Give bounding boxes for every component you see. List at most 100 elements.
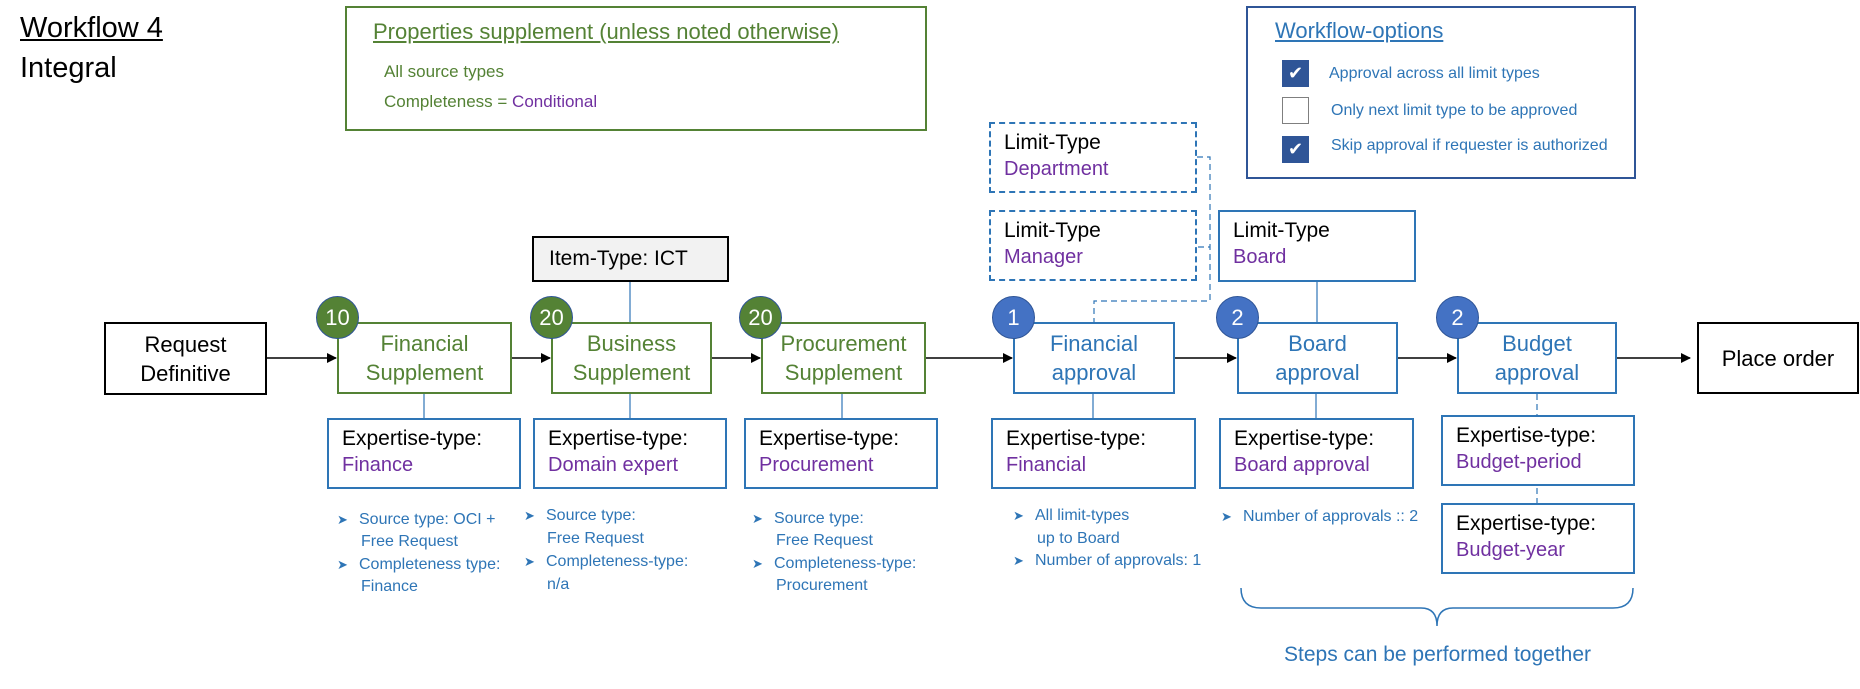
workflow-options-panel (1246, 6, 1636, 179)
note-text: Source type: (546, 507, 636, 524)
properties-completeness: Completeness = Conditional (384, 92, 597, 112)
note-text: Finance (361, 578, 418, 595)
expertise-value: Board approval (1234, 454, 1370, 476)
start-node-request-definitive[interactable]: Request Definitive (104, 322, 267, 395)
workflow-options-title: Workflow-options (1275, 18, 1444, 43)
checkbox-only-next-limit-type[interactable] (1282, 97, 1309, 124)
step-financial-supplement[interactable]: Financial Supplement (337, 322, 512, 394)
expertise-label: Expertise-type: (759, 427, 900, 450)
step-line2: Supplement (572, 360, 691, 385)
expertise-value: Budget-year (1456, 539, 1565, 561)
note-text: Completeness type: (359, 556, 501, 573)
expertise-label: Expertise-type: (1234, 427, 1375, 450)
note-bullet: ➤ Source type: (524, 506, 714, 526)
limit-type-value: Department (1004, 158, 1109, 180)
step-line1: Procurement (780, 331, 907, 356)
expertise-budget-period: Expertise-type: Budget-period (1441, 415, 1635, 486)
expertise-label: Expertise-type: (1456, 424, 1597, 447)
expertise-label: Expertise-type: (1456, 512, 1597, 535)
note-bullet: ➤ Completeness-type: (752, 554, 942, 574)
expertise-financial: Expertise-type: Financial (991, 418, 1196, 489)
step-financial-approval[interactable]: Financial approval (1013, 322, 1175, 394)
item-type-box: Item-Type: ICT (532, 236, 729, 282)
properties-source-types: All source types (384, 62, 504, 81)
arrow-bullet-icon: ➤ (1013, 553, 1024, 568)
workflow-title: Workflow 4 (20, 12, 163, 44)
arrow-bullet-icon: ➤ (1221, 509, 1232, 524)
expertise-label: Expertise-type: (342, 427, 483, 450)
workflow-subtitle: Integral (20, 52, 117, 84)
step-line2: approval (1494, 360, 1580, 385)
option-label-only-next-limit-type: Only next limit type to be approved (1331, 102, 1578, 119)
limit-type-label: Limit-Type (1233, 219, 1330, 242)
note-text: n/a (547, 576, 570, 593)
step-order-badge: 2 (1216, 296, 1259, 339)
note-bullet: ➤ Number of approvals: 1 (1013, 551, 1223, 571)
step-order-badge: 2 (1436, 296, 1479, 339)
limit-type-value: Board (1233, 246, 1287, 268)
note-text: Source type: (774, 510, 864, 527)
grouping-brace (1240, 587, 1634, 627)
note-text: Procurement (776, 577, 868, 594)
end-node-place-order[interactable]: Place order (1697, 322, 1859, 394)
step-line2: approval (1051, 360, 1137, 385)
arrow-bullet-icon: ➤ (337, 557, 348, 572)
step-order-badge: 10 (316, 296, 359, 339)
limit-type-department: Limit-Type Department (989, 122, 1197, 193)
limit-type-manager: Limit-Type Manager (989, 210, 1197, 281)
expertise-value: Budget-period (1456, 451, 1582, 473)
expertise-value: Financial (1006, 454, 1087, 476)
properties-completeness-label: Completeness = (384, 92, 513, 111)
limit-type-value: Manager (1004, 246, 1083, 268)
note-bullet: ➤ Source type: OCI + (337, 510, 527, 530)
steps-together-label: Steps can be performed together (1284, 643, 1592, 666)
note-bullet: ➤ All limit-types (1013, 506, 1203, 526)
expertise-domain-expert: Expertise-type: Domain expert (533, 418, 727, 489)
start-node-line2: Definitive (140, 360, 231, 386)
note-text: Number of approvals :: 2 (1243, 508, 1419, 525)
expertise-procurement: Expertise-type: Procurement (744, 418, 938, 489)
step-line1: Financial (380, 331, 469, 356)
step-board-approval[interactable]: Board approval (1237, 322, 1398, 394)
properties-panel (345, 6, 927, 131)
step-line1: Business (586, 331, 677, 356)
checkbox-approval-across-all[interactable]: ✔ (1282, 60, 1309, 87)
expertise-budget-year: Expertise-type: Budget-year (1441, 503, 1635, 574)
expertise-label: Expertise-type: (1006, 427, 1147, 450)
step-business-supplement[interactable]: Business Supplement (551, 322, 712, 394)
expertise-finance: Expertise-type: Finance (327, 418, 521, 489)
step-line1: Financial (1049, 331, 1139, 356)
arrow-bullet-icon: ➤ (524, 508, 535, 523)
step-line2: Supplement (784, 360, 903, 385)
step-line1: Board (1288, 331, 1347, 356)
step-order-badge: 20 (530, 296, 573, 339)
step-order-badge: 20 (739, 296, 782, 339)
note-text: Free Request (776, 532, 873, 549)
step-budget-approval[interactable]: Budget approval (1457, 322, 1617, 394)
note-text: Free Request (361, 533, 458, 550)
limit-type-label: Limit-Type (1004, 219, 1101, 242)
option-label-skip-approval: Skip approval if requester is authorized (1331, 137, 1608, 154)
expertise-value: Finance (342, 454, 414, 476)
step-procurement-supplement[interactable]: Procurement Supplement (761, 322, 926, 394)
note-text: All limit-types (1035, 507, 1130, 524)
limit-type-board: Limit-Type Board (1218, 210, 1416, 282)
checkbox-skip-approval[interactable]: ✔ (1282, 136, 1309, 163)
arrow-bullet-icon: ➤ (752, 511, 763, 526)
expertise-label: Expertise-type: (548, 427, 689, 450)
note-bullet: ➤ Completeness type: (337, 555, 527, 575)
note-text: Completeness-type: (546, 553, 689, 570)
expertise-board-approval: Expertise-type: Board approval (1219, 418, 1414, 489)
arrow-bullet-icon: ➤ (524, 554, 535, 569)
limit-type-label: Limit-Type (1004, 131, 1101, 154)
note-bullet: ➤ Source type: (752, 509, 942, 529)
expertise-value: Domain expert (548, 454, 679, 476)
arrow-bullet-icon: ➤ (1013, 508, 1024, 523)
step-line2: approval (1275, 360, 1360, 385)
arrow-bullet-icon: ➤ (337, 512, 348, 527)
properties-completeness-value: Conditional (512, 92, 598, 111)
note-bullet: ➤ Number of approvals :: 2 (1221, 507, 1441, 527)
note-bullet: ➤ Completeness-type: (524, 552, 714, 572)
properties-title: Properties supplement (unless noted othe… (373, 19, 839, 44)
